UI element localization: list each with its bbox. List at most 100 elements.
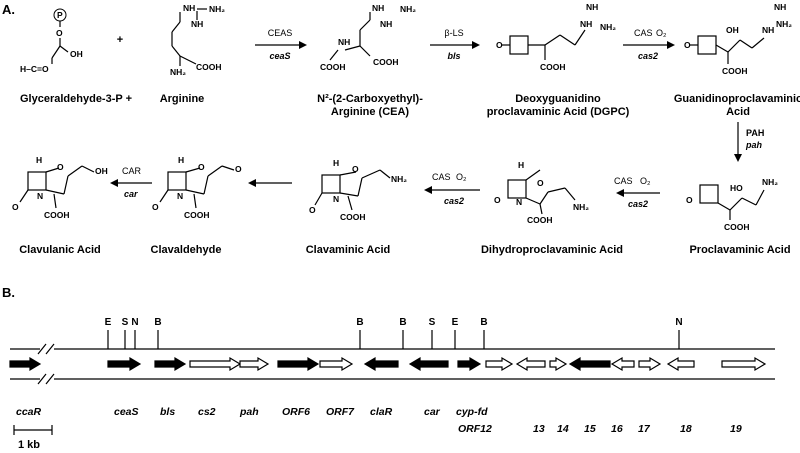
- enzyme-cas: CAS: [634, 28, 653, 38]
- restriction-site-label: B: [154, 317, 161, 328]
- label-cea-line2: Arginine (CEA): [331, 106, 410, 118]
- nh-atom: NH: [372, 3, 384, 13]
- carboxyl-group: COOH: [540, 62, 566, 72]
- clavaminic-structure: O H O NH₂ COOH N: [309, 158, 407, 222]
- nh2-atom: NH₂: [776, 19, 792, 29]
- gene-arrow-18: [666, 356, 695, 372]
- scale-bar: 1 kb: [13, 425, 53, 451]
- gene-arrow-car: [408, 356, 449, 372]
- hydrogen-atom: H: [178, 155, 184, 165]
- gene-arrow-cyp-fd: [457, 356, 482, 372]
- restriction-site-label: S: [429, 317, 436, 328]
- gene-label-15: 15: [584, 423, 596, 435]
- cea-structure: NH NH₂ NH COOH NH COOH: [320, 3, 416, 72]
- label-clavulanic-acid: Clavulanic Acid: [19, 244, 101, 256]
- nh2-atom: NH₂: [600, 22, 616, 32]
- carboxyl-group: COOH: [340, 212, 366, 222]
- gene-cas2: cas2: [638, 51, 658, 61]
- amine-group: NH₂: [170, 67, 186, 77]
- label-dgpc-line2: proclavaminic Acid (DGPC): [487, 106, 630, 118]
- oxygen-atom: O: [686, 195, 693, 205]
- nh-atom: NH: [183, 3, 195, 13]
- label-clavaldehyde: Clavaldehyde: [151, 244, 222, 256]
- gene-label-17: 17: [638, 423, 651, 435]
- guanidinoproclavaminic-structure: O COOH OH NH NH NH₂: [684, 2, 792, 76]
- gene-arrow-orf6: [277, 356, 320, 372]
- gene-arrow-orf12: [485, 356, 514, 372]
- hydrogen-atom: H: [333, 158, 339, 168]
- restriction-site-label: N: [675, 317, 682, 328]
- oxygen-atom: O: [56, 28, 63, 38]
- cofactor-o2: O₂: [656, 28, 667, 38]
- gene-arrow-ceas: [107, 356, 142, 372]
- arginine-structure: NH NH₂ NH COOH NH₂: [170, 3, 225, 77]
- gene-arrow-clar: [363, 356, 399, 372]
- gene-label-ccar: ccaR: [16, 406, 42, 418]
- hydroxyl-atom: OH: [70, 49, 83, 59]
- dgpc-structure: O COOH NH NH NH₂: [496, 2, 616, 72]
- gene-label-clar: claR: [370, 406, 393, 418]
- gene-label-cyp-fd: cyp-fd: [456, 406, 488, 418]
- gene-label-16: 16: [611, 423, 623, 435]
- restriction-site-label: B: [356, 317, 363, 328]
- enzyme-ceas: CEAS: [268, 28, 293, 38]
- restriction-site-label: E: [105, 317, 112, 328]
- oxygen-atom: O: [494, 195, 501, 205]
- oxygen-atom: O: [352, 164, 359, 174]
- gene-label-orf7: ORF7: [326, 406, 355, 418]
- panel-a-label: A.: [2, 2, 15, 17]
- gene-arrow-16: [610, 356, 635, 372]
- enzyme-car: CAR: [122, 166, 142, 176]
- label-guanidinoproclavaminic-line1: Guanidinoproclavaminic: [674, 93, 800, 105]
- amine-group: NH₂: [573, 202, 589, 212]
- nh-atom: NH: [338, 37, 350, 47]
- oxygen-atom: O: [12, 202, 19, 212]
- gene-label-bls: bls: [160, 406, 175, 418]
- nitrogen-atom: N: [333, 194, 339, 204]
- gene-arrow-17: [638, 356, 662, 372]
- gene-label-18: 18: [680, 423, 692, 435]
- carboxyl-group: COOH: [373, 57, 399, 67]
- map-break-mark: [37, 340, 55, 388]
- gene-pah: pah: [745, 140, 763, 150]
- carboxyl-group: COOH: [44, 210, 70, 220]
- oxygen-atom: O: [152, 202, 159, 212]
- gene-bls: bls: [447, 51, 460, 61]
- carboxyl-group: COOH: [724, 222, 750, 232]
- phosphate-atom: P: [57, 10, 63, 20]
- nh-atom: NH: [762, 25, 774, 35]
- gene-arrow-ccar: [9, 356, 42, 372]
- carboxyl-group: COOH: [184, 210, 210, 220]
- gene-arrow-bls: [154, 356, 187, 372]
- gene-ceas: ceaS: [269, 51, 290, 61]
- hydroxyl-atom: OH: [95, 166, 108, 176]
- gene-label-14: 14: [557, 423, 569, 435]
- gene-arrow-15: [568, 356, 611, 372]
- gene-label-pah: pah: [239, 406, 259, 418]
- enzyme-pah: PAH: [746, 128, 764, 138]
- gene-arrow-13: [515, 356, 546, 372]
- gene-cas2: cas2: [444, 196, 464, 206]
- hydrogen-atom: H: [518, 160, 524, 170]
- gene-cas2: cas2: [628, 199, 648, 209]
- nh2-atom: NH₂: [400, 4, 416, 14]
- label-cea-line1: N²-(2-Carboxyethyl)-: [317, 93, 423, 105]
- hydroxyl-atom: HO: [730, 183, 743, 193]
- oxygen-atom: O: [235, 164, 242, 174]
- glyceraldehyde-3-p-structure: P O OH H–C=O: [20, 8, 83, 74]
- oxygen-atom: O: [684, 40, 691, 50]
- plus-sign: +: [117, 34, 123, 46]
- label-clavaminic-acid: Clavaminic Acid: [306, 244, 391, 256]
- gene-arrow-14: [549, 356, 568, 372]
- restriction-site-label: E: [452, 317, 459, 328]
- restriction-site-label: B: [399, 317, 406, 328]
- proclavaminic-structure: O COOH HO NH₂: [686, 177, 778, 232]
- carboxyl-group: COOH: [320, 62, 346, 72]
- gene-arrow-cs2: [189, 356, 242, 372]
- label-glyceraldehyde-3-p: Glyceraldehyde-3-P +: [20, 93, 132, 105]
- nitrogen-atom: N: [37, 191, 43, 201]
- nh-atom: NH: [191, 19, 203, 29]
- nh-atom: NH: [380, 19, 392, 29]
